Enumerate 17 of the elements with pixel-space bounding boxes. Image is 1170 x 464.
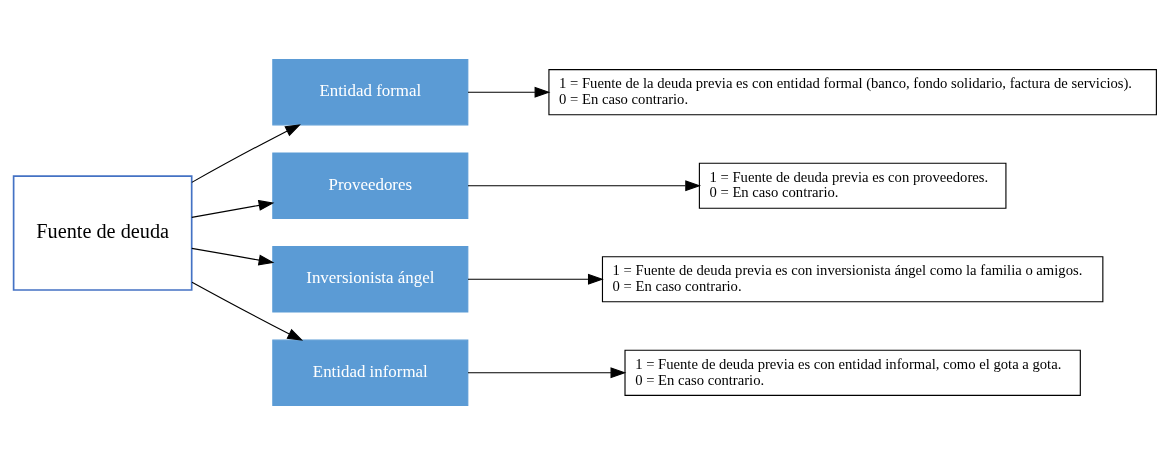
arrow: [467, 273, 604, 285]
arrow: [191, 247, 275, 265]
arrow: [467, 366, 627, 378]
node-box: 1 = Fuente de deuda previa es con inversionista ángel como la familia o amigos. 0 = En caso contrario.: [601, 255, 1104, 302]
arrow: [467, 179, 702, 191]
arrow: [467, 86, 551, 98]
node-box: Proveedores: [272, 152, 469, 219]
node-box: Entidad formal: [272, 58, 469, 125]
node-box: Entidad informal: [272, 339, 469, 406]
node-box: 1 = Fuente de la deuda previa es con entidad formal (banco, fondo solidario, factura de servicios). 0 = En caso contrario.: [548, 68, 1157, 115]
arrow: [191, 281, 304, 341]
node-box: Fuente de deuda: [12, 174, 193, 291]
arrow: [191, 199, 275, 218]
node-box: 1 = Fuente de deuda previa es con entidad informal, como el gota a gota. 0 = En caso contrario.: [624, 349, 1081, 396]
node-box: Inversionista ángel: [272, 245, 469, 312]
arrow: [191, 123, 301, 183]
node-box: 1 = Fuente de deuda previa es con proveedores. 0 = En caso contrario.: [698, 162, 1007, 209]
